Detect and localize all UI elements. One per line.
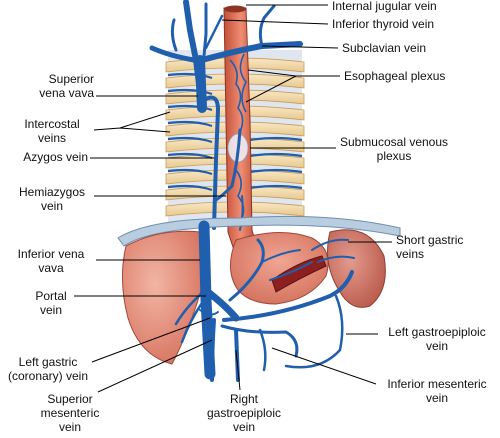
leader-right-gastroepiploic bbox=[235, 349, 241, 391]
label-left-gastroepiploic-vein: Left gastroepiploic vein bbox=[376, 325, 498, 353]
left-gastric-coronary bbox=[199, 309, 219, 316]
label-inferior-mesenteric-vein: Inferior mesenteric vein bbox=[376, 377, 498, 405]
leader-superior-mesenteric bbox=[97, 339, 213, 393]
subclavian-vein-right bbox=[149, 45, 197, 63]
intercostal-vein bbox=[167, 72, 213, 80]
leader-left-gastric bbox=[91, 317, 211, 363]
label-internal-jugular-vein: Internal jugular vein bbox=[332, 0, 437, 13]
splenic-vein bbox=[222, 270, 354, 322]
label-superior-mesenteric-line3: vein bbox=[58, 420, 81, 434]
label-short-gastric-line2: veins bbox=[396, 247, 425, 261]
label-intercostal-veins-line2: veins bbox=[37, 131, 66, 145]
label-hemiazygos-vein: Hemiazygos vein bbox=[10, 185, 94, 213]
label-submucosal-plexus-line1: Submucosal venous bbox=[339, 135, 449, 149]
intercostal-vein bbox=[167, 168, 213, 176]
leader-lines bbox=[74, 4, 392, 393]
intercostal-vein bbox=[167, 120, 213, 128]
gastroepiploic-arcade bbox=[220, 324, 299, 358]
label-portal-vein: Portal vein bbox=[26, 289, 76, 317]
leader-subclavian bbox=[261, 45, 339, 49]
label-intercostal-veins: Intercostal veins bbox=[10, 117, 94, 145]
label-superior-mesenteric-vein: Superior mesenteric vein bbox=[30, 392, 110, 434]
label-hemiazygos-line2: vein bbox=[40, 199, 63, 213]
label-right-gastroepiploic-line3: vein bbox=[232, 420, 255, 434]
label-portal-line1: Portal bbox=[35, 289, 67, 303]
intercostal-vein bbox=[249, 184, 303, 190]
leader-esophageal-plexus bbox=[245, 69, 340, 103]
intercostal-vein bbox=[249, 136, 303, 142]
esophagus-lumen bbox=[224, 5, 246, 13]
leader-inferior-thyroid bbox=[221, 19, 329, 25]
label-left-gastroepiploic-line1: Left gastroepiploic bbox=[388, 325, 486, 339]
left-gastroepiploic-vein bbox=[284, 294, 344, 369]
label-short-gastric-veins: Short gastric veins bbox=[396, 233, 463, 261]
gastric-branches bbox=[261, 249, 313, 281]
label-inferior-vena-cava: Inferior vena vava bbox=[6, 247, 96, 275]
stomach-lumen bbox=[271, 255, 327, 293]
label-right-gastroepiploic-vein: Right gastroepiploic vein bbox=[196, 392, 292, 434]
label-superior-mesenteric-line2: mesenteric bbox=[40, 406, 100, 420]
plexus-vessel bbox=[229, 59, 244, 133]
label-short-gastric-line1: Short gastric bbox=[396, 233, 464, 247]
label-ivc-line1: Inferior vena bbox=[17, 247, 85, 261]
inferior-vena-cava bbox=[198, 220, 216, 380]
intercostal-vein bbox=[167, 104, 213, 112]
label-ivc-line2: vava bbox=[38, 261, 64, 275]
intercostal-vein bbox=[167, 88, 213, 96]
short-gastric-veins bbox=[311, 238, 355, 263]
label-left-gastric-line1: Left gastric bbox=[18, 355, 78, 369]
leader-intercostal bbox=[93, 111, 171, 133]
intercostal-vein bbox=[167, 136, 213, 144]
label-esophageal-plexus: Esophageal plexus bbox=[344, 69, 446, 83]
liver bbox=[121, 230, 205, 365]
inferior-thyroid-vein bbox=[204, 14, 224, 50]
label-portal-line2: vein bbox=[39, 303, 62, 317]
intercostal-vein bbox=[249, 152, 303, 158]
superior-vena-cava bbox=[195, 55, 207, 113]
hemiazygos-vein bbox=[214, 128, 242, 202]
superior-mesenteric-vein bbox=[210, 318, 216, 382]
label-left-gastric-line2: (coronary) vein bbox=[7, 369, 89, 383]
label-superior-vena-cava-line1: Superior bbox=[48, 72, 94, 86]
inferior-mesenteric-vein bbox=[258, 328, 267, 372]
label-hemiazygos-line1: Hemiazygos bbox=[18, 185, 86, 199]
right-jugular-branch bbox=[170, 18, 178, 52]
label-submucosal-plexus-line2: plexus bbox=[376, 149, 412, 163]
thoracic-veins bbox=[195, 55, 244, 231]
label-left-gastric-vein: Left gastric (coronary) vein bbox=[0, 355, 96, 383]
label-submucosal-plexus: Submucosal venous plexus bbox=[334, 135, 454, 163]
left-gastric-ascending bbox=[239, 195, 244, 231]
label-azygos-vein: Azygos vein bbox=[23, 150, 88, 164]
plexus-vessel bbox=[239, 53, 247, 113]
subclavian-vein-left bbox=[258, 4, 276, 48]
leader-inferior-mesenteric bbox=[271, 347, 377, 385]
external-jugular-vein bbox=[202, 2, 208, 58]
label-intercostal-veins-line1: Intercostal bbox=[24, 117, 80, 131]
stomach bbox=[230, 231, 329, 305]
label-inferior-mesenteric-line2: vein bbox=[425, 391, 448, 405]
label-subclavian-vein: Subclavian vein bbox=[342, 41, 427, 55]
azygos-vein bbox=[202, 95, 221, 230]
label-left-gastroepiploic-line2: vein bbox=[425, 339, 448, 353]
intercostal-vein bbox=[249, 168, 303, 174]
label-inferior-thyroid-vein: Inferior thyroid vein bbox=[332, 17, 435, 31]
intercostal-veins bbox=[167, 72, 303, 192]
intercostal-vein bbox=[167, 184, 213, 192]
label-inferior-mesenteric-line1: Inferior mesenteric bbox=[387, 377, 487, 391]
portal-branch-liver bbox=[174, 288, 208, 344]
label-right-gastroepiploic-line1: Right bbox=[229, 392, 258, 406]
label-right-gastroepiploic-line2: gastroepiploic bbox=[206, 406, 282, 420]
label-superior-mesenteric-line1: Superior bbox=[47, 392, 93, 406]
diaphragm bbox=[117, 215, 401, 247]
portal-vein bbox=[204, 288, 240, 322]
label-superior-vena-cava-line2: vena vava bbox=[39, 86, 94, 100]
intercostal-vein bbox=[167, 152, 213, 160]
label-superior-vena-cava: Superior vena vava bbox=[6, 72, 94, 100]
